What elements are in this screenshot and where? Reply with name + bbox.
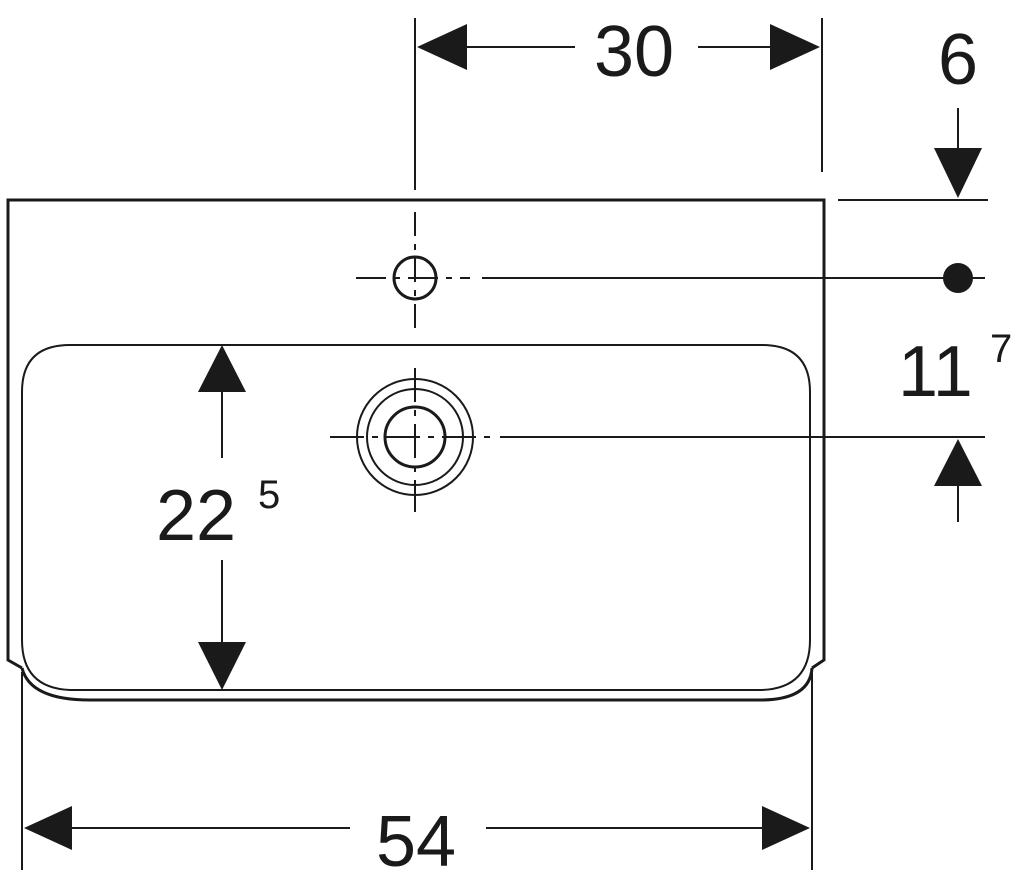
total-width-label: 54 — [376, 802, 456, 880]
bowl-depth-arrow-top — [198, 345, 246, 392]
total-width-arrow-right — [762, 806, 810, 850]
tap-to-drain-label: 11 — [898, 332, 973, 412]
basin-front-edge — [20, 667, 814, 702]
tap-to-drain-label-superscript: 7 — [990, 327, 1012, 371]
tap-offset-arrow-left — [417, 24, 467, 70]
tap-offset-label: 30 — [594, 12, 674, 92]
bowl-depth-arrow-bottom — [198, 642, 246, 690]
basin-outer-outline — [6, 198, 826, 670]
tap-to-drain-arrow — [934, 439, 982, 486]
total-width-arrow-left — [24, 806, 72, 850]
top-margin-arrow — [934, 148, 982, 198]
tap-center-marker — [943, 263, 973, 293]
bowl-outline — [21, 344, 811, 691]
bowl-depth-label: 22 — [156, 476, 236, 556]
tap-offset-arrow-right — [770, 24, 820, 70]
top-margin-label: 6 — [938, 20, 978, 100]
bowl-depth-label-superscript: 5 — [258, 473, 280, 517]
